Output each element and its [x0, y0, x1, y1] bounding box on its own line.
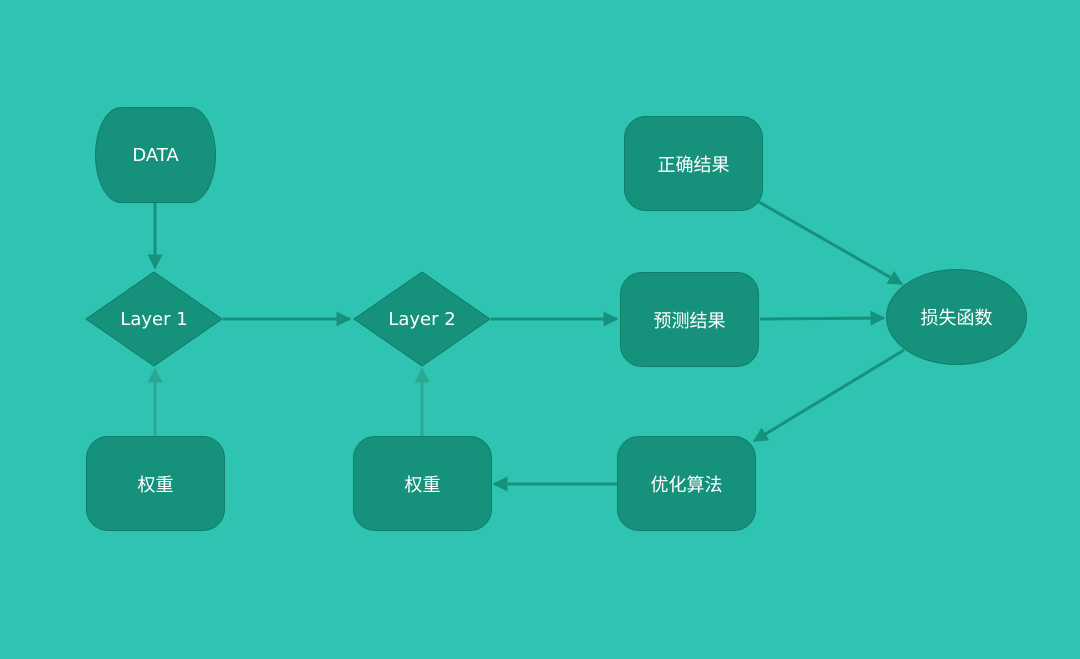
layer1-label: Layer 1 — [120, 308, 188, 330]
data-node: DATA — [95, 107, 216, 203]
layer2-diamond-shape — [353, 271, 491, 367]
prediction-label: 预测结果 — [653, 310, 726, 332]
weight2-label: 权重 — [404, 474, 441, 496]
edge-groundtruth-to-loss — [758, 200, 904, 286]
edge-prediction-to-loss — [759, 310, 886, 326]
loss-function-label: 损失函数 — [920, 308, 993, 329]
weight2-node: 权重 — [353, 436, 492, 531]
optimizer-node: 优化算法 — [617, 436, 756, 531]
weight1-label: 权重 — [137, 474, 174, 496]
ground-truth-label: 正确结果 — [657, 154, 730, 176]
layer2-node: Layer 2 — [353, 271, 491, 367]
data-node-label: DATA — [132, 144, 179, 166]
ground-truth-node: 正确结果 — [624, 116, 763, 211]
layer2-label: Layer 2 — [388, 308, 456, 330]
optimizer-label: 优化算法 — [650, 474, 723, 496]
loss-function-node: 损失函数 — [886, 269, 1027, 365]
weight1-node: 权重 — [86, 436, 225, 531]
layer1-diamond-shape — [85, 271, 223, 367]
layer1-node: Layer 1 — [85, 271, 223, 367]
edge-loss-to-optimizer — [752, 348, 905, 443]
prediction-node: 预测结果 — [620, 272, 759, 367]
